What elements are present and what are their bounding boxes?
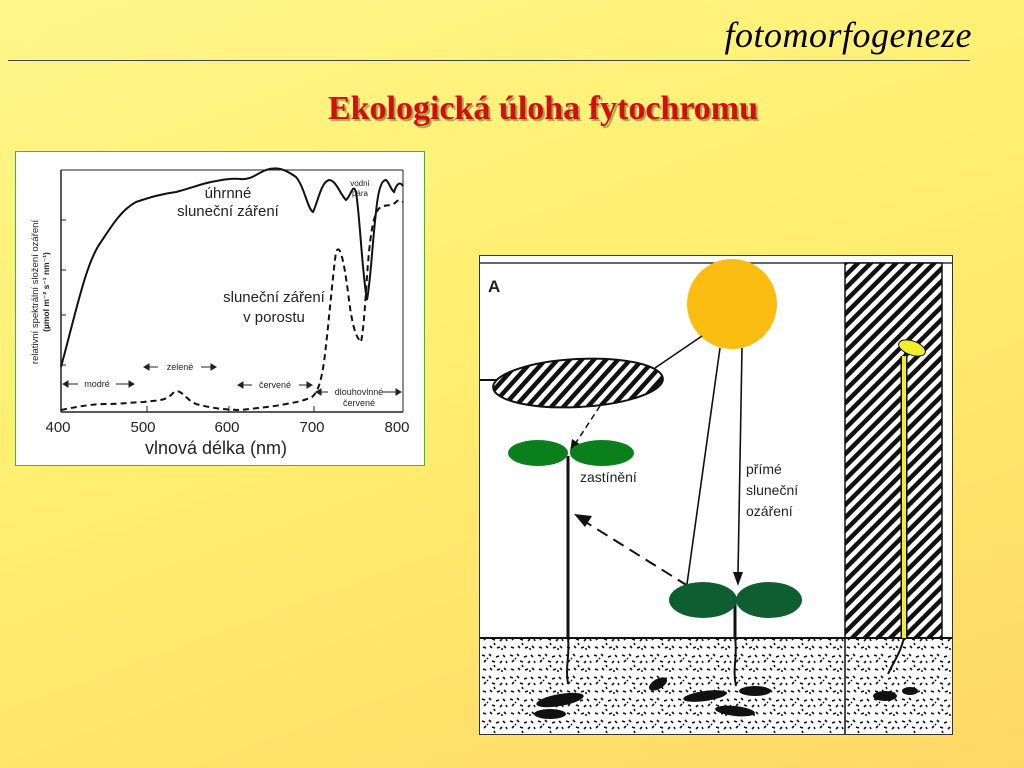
x-ticks [146, 406, 315, 412]
direct-ray-arrowhead [733, 572, 743, 586]
canopy-label-2: v porostu [243, 309, 305, 326]
shading-leaf [492, 357, 664, 409]
slide-title: Ekologická úloha fytochromu [327, 90, 759, 127]
sun-icon [687, 259, 777, 349]
total-label-2: sluneční záření [177, 203, 280, 220]
scene-drawing: A zastínění přímé sluneční ozáření [480, 259, 952, 734]
panel-letter: A [488, 277, 500, 296]
x-tick-600: 600 [214, 419, 239, 436]
direct-label-2: sluneční [746, 482, 798, 498]
direct-label-3: ozáření [746, 503, 793, 519]
shading-wall [844, 262, 943, 639]
sunlit-seedling-leaf-right [736, 582, 802, 618]
header-topic: fotomorfogeneze [724, 15, 972, 55]
y-axis-label-2: (µmol m⁻² s⁻¹ nm⁻¹) [41, 252, 51, 332]
canopy-label-1: sluneční záření [223, 289, 326, 306]
x-tick-800: 800 [384, 419, 409, 436]
sunlit-seedling-leaf-left [669, 582, 737, 618]
spectrum-plot: úhrnné sluneční záření vodní pára sluneč… [30, 167, 410, 458]
total-label-1: úhrnné [205, 185, 252, 202]
header-divider [8, 60, 970, 61]
x-tick-700: 700 [299, 419, 324, 436]
shaded-seedling-leaf-left [508, 440, 568, 466]
band-farred-label-1: dlouhovlnné [335, 387, 384, 397]
canopy-radiation-curve [60, 199, 404, 412]
reflected-arrowhead [574, 514, 592, 527]
spectrum-figure: úhrnné sluneční záření vodní pára sluneč… [15, 151, 425, 466]
x-axis-label: vlnová délka (nm) [145, 438, 287, 458]
total-radiation-curve [60, 167, 404, 368]
x-tick-500: 500 [130, 419, 155, 436]
shading-scene: A zastínění přímé sluneční ozáření [479, 255, 953, 735]
y-axis-label-1: relativní spektrální složení ozáření [30, 220, 41, 365]
shade-arrow-line [574, 405, 601, 445]
water-label-1: vodní [350, 179, 370, 188]
water-label-2: pára [352, 189, 369, 198]
band-red-label: červené [259, 380, 291, 390]
x-tick-400: 400 [45, 419, 70, 436]
direct-label-1: přímé [746, 461, 782, 477]
reflected-light-arrow [583, 520, 689, 587]
band-green-label: zelené [167, 362, 194, 372]
light-rays [654, 335, 743, 585]
roots [566, 637, 905, 687]
y-ticks [61, 219, 66, 366]
shade-label: zastínění [580, 469, 637, 485]
band-blue-label: modré [84, 379, 110, 389]
etiolated-cotyledon [898, 339, 926, 357]
band-arrows [62, 363, 402, 396]
shaded-seedling-leaf-right [570, 440, 634, 466]
soil-clumps [534, 677, 918, 719]
band-farred-label-2: červené [343, 398, 375, 408]
